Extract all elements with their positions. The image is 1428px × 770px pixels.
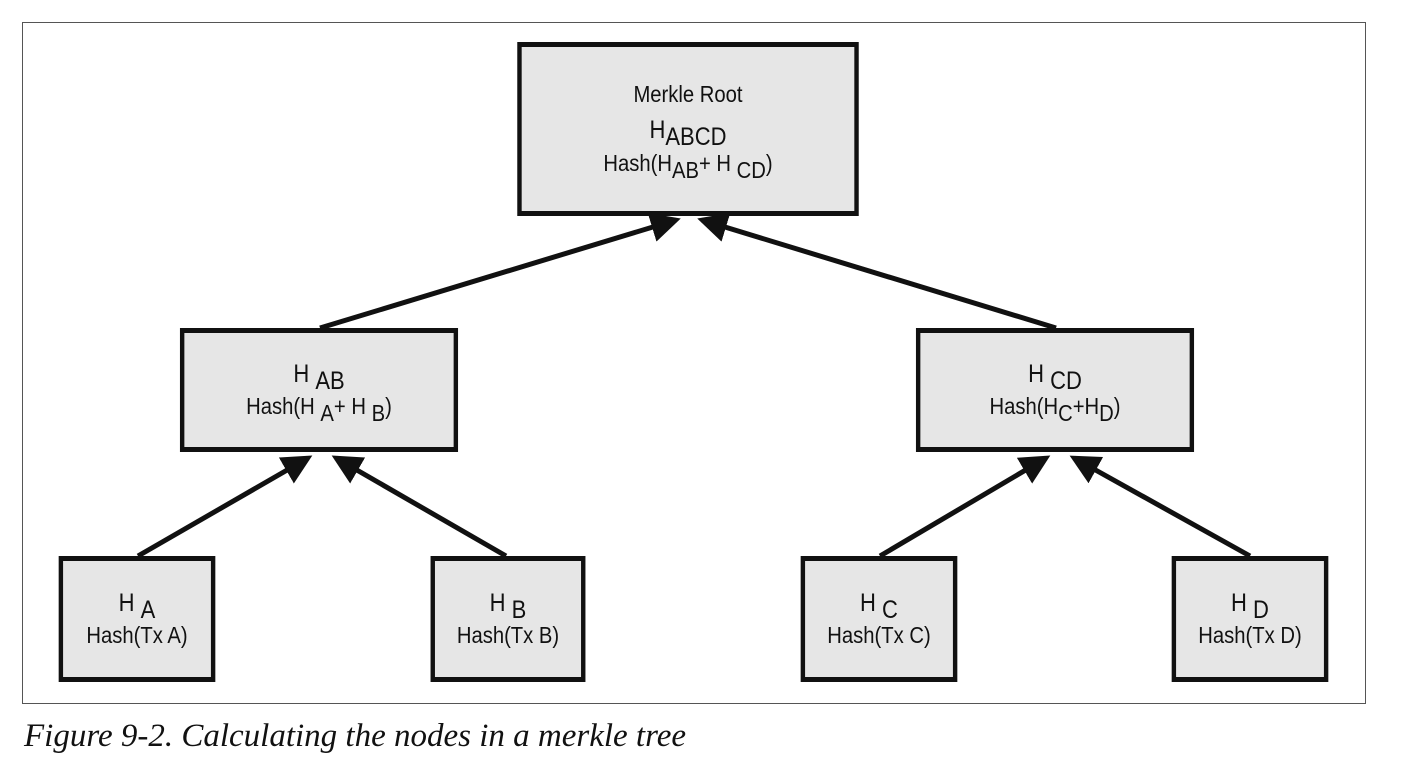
node-formula: Hash(H A+ H B) xyxy=(246,393,392,427)
node-ha: H A Hash(Tx A) xyxy=(58,556,216,682)
node-hash-name: H D xyxy=(1231,588,1269,624)
node-hb: H B Hash(Tx B) xyxy=(430,556,586,682)
edge-d-to-cd xyxy=(1069,455,1252,559)
node-formula: Hash(HAB+ H CD) xyxy=(603,149,773,183)
node-hash-name: HABCD xyxy=(649,116,727,152)
node-formula: Hash(HC+HD) xyxy=(989,393,1121,427)
node-title: Merkle Root xyxy=(633,81,743,108)
node-hash-name: H C xyxy=(860,588,898,624)
node-formula: Hash(Tx C) xyxy=(827,622,931,649)
node-hab: H AB Hash(H A+ H B) xyxy=(179,328,459,452)
node-hash-name: H AB xyxy=(293,359,345,395)
edge-b-to-ab xyxy=(331,455,508,559)
node-formula: Hash(Tx A) xyxy=(86,622,188,649)
edge-a-to-ab xyxy=(136,455,313,559)
node-hash-name: H CD xyxy=(1028,359,1082,395)
edge-c-to-cd xyxy=(878,455,1051,559)
figure-caption: Figure 9-2. Calculating the nodes in a m… xyxy=(24,718,686,754)
node-hd: H D Hash(Tx D) xyxy=(1171,556,1329,682)
node-formula: Hash(Tx B) xyxy=(456,622,560,649)
node-hcd: H CD Hash(HC+HD) xyxy=(915,328,1195,452)
node-formula: Hash(Tx D) xyxy=(1198,622,1302,649)
node-merkle-root: Merkle Root HABCD Hash(HAB+ H CD) xyxy=(517,42,859,216)
edge-cd-to-root xyxy=(697,212,1057,331)
node-hash-name: H A xyxy=(118,588,156,624)
node-hc: H C Hash(Tx C) xyxy=(800,556,958,682)
edge-ab-to-root xyxy=(319,212,681,331)
node-hash-name: H B xyxy=(489,588,527,624)
